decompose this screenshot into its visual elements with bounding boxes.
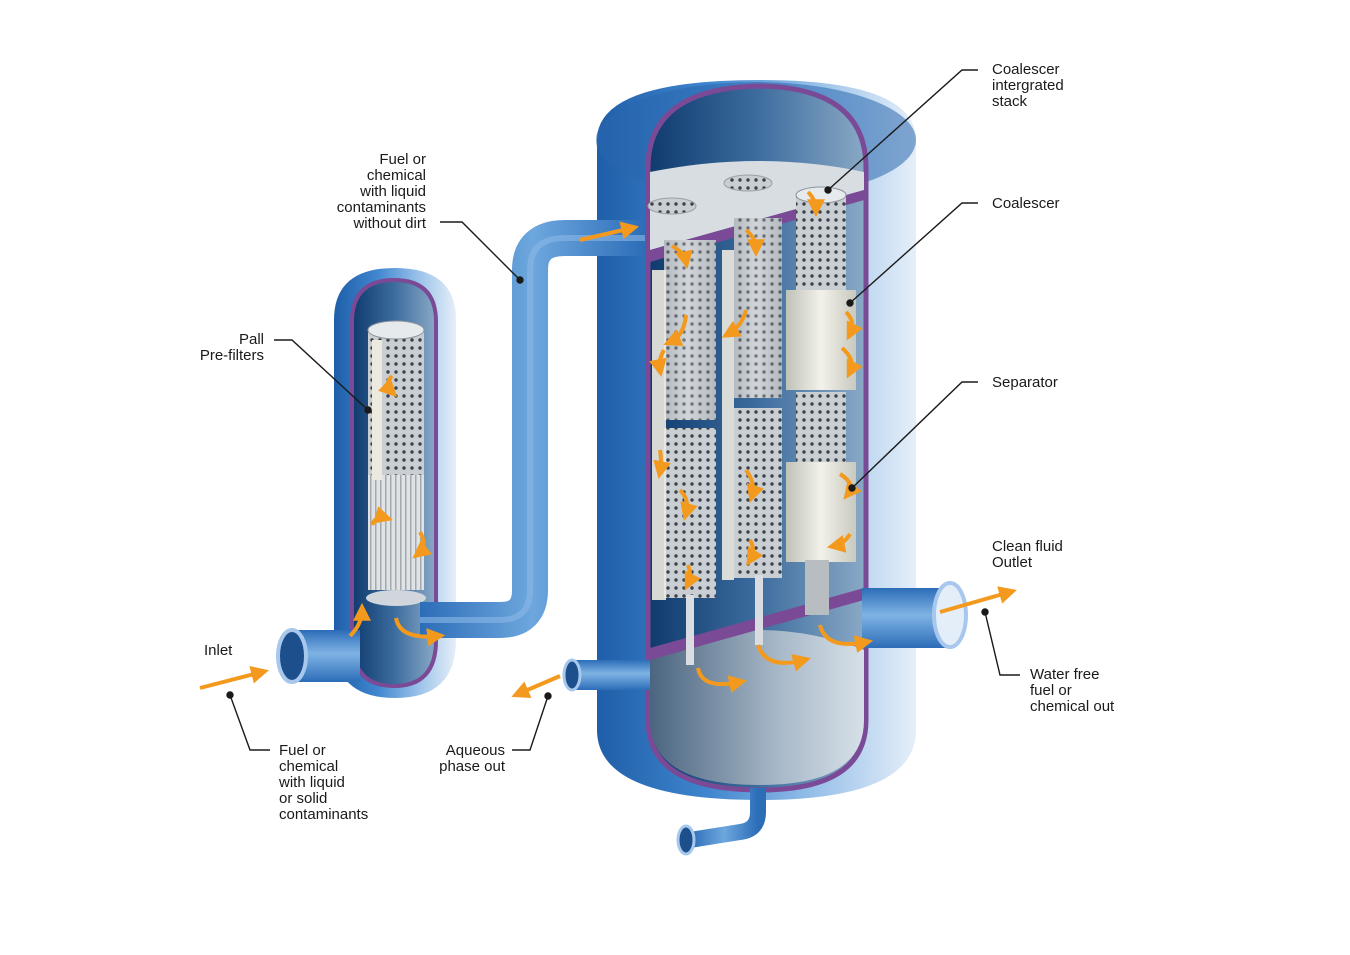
drain-tube xyxy=(686,595,694,665)
label-clean-fluid-outlet: Clean fluid Outlet xyxy=(992,538,1063,571)
label-inlet: Inlet xyxy=(204,642,233,659)
label-coalescer: Coalescer xyxy=(992,195,1060,212)
connecting-pipe xyxy=(420,220,645,638)
label-pall-prefilters: Pall Pre-filters xyxy=(199,331,264,364)
label-fuel-liquid-or-solid: Fuel or chemical with liquid or solid co… xyxy=(279,742,369,823)
label-aqueous-phase-out: Aqueous phase out xyxy=(439,742,505,775)
flow-arrows xyxy=(199,190,1017,699)
drain-tube xyxy=(755,575,763,645)
bottom-drain-pipe xyxy=(676,788,766,856)
label-water-free-out: Water free fuel or chemical out xyxy=(1030,666,1115,715)
label-fuel-without-dirt: Fuel or chemical with liquid contaminant… xyxy=(336,151,426,232)
leader-lines xyxy=(226,69,1020,751)
outlet-pipe xyxy=(862,581,968,649)
coalescer-integrated-stack xyxy=(786,186,856,615)
prefilter-vessel xyxy=(334,268,456,698)
label-coalescer-integrated-stack: Coalescer intergrated stack xyxy=(992,61,1064,110)
inlet-pipe xyxy=(276,628,360,684)
aqueous-pipe xyxy=(562,658,650,692)
label-separator: Separator xyxy=(992,374,1058,391)
